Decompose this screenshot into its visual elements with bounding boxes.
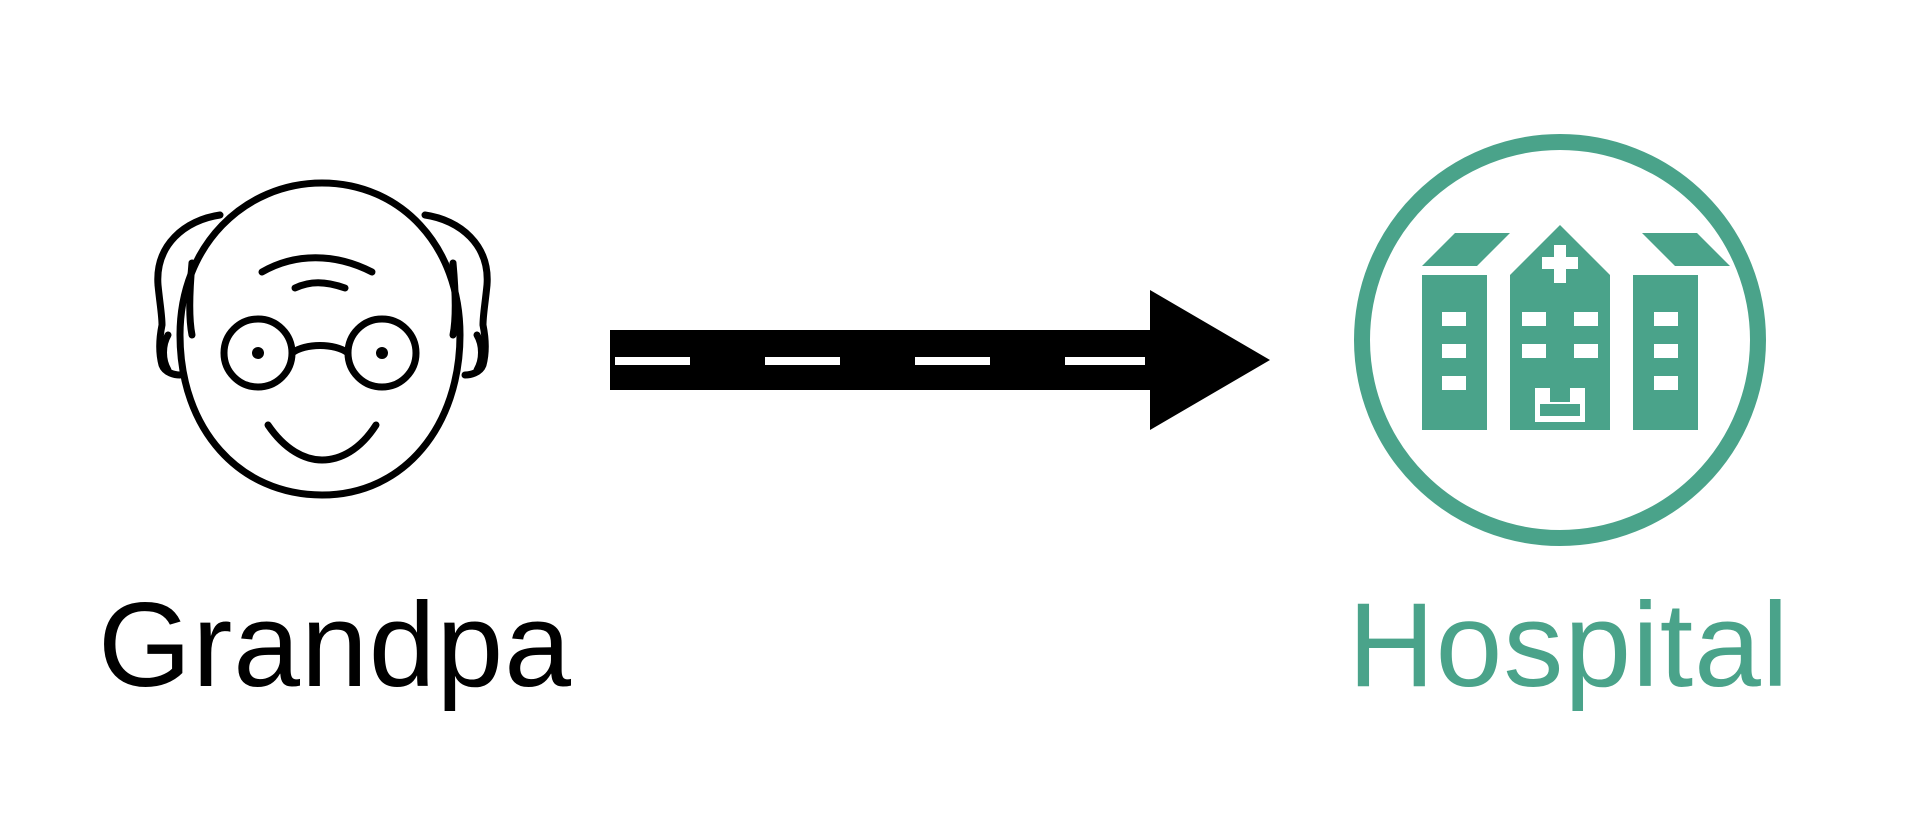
road-arrow-icon: [610, 290, 1270, 430]
grandpa-label: Grandpa: [98, 578, 572, 712]
grandpa-face-icon: [154, 179, 491, 499]
grandpa-icon: [150, 175, 495, 505]
hospital-icon: [1350, 130, 1770, 550]
hospital-building-icon: [1354, 134, 1766, 546]
road-arrow: [610, 280, 1270, 430]
hospital-label: Hospital: [1348, 578, 1790, 712]
